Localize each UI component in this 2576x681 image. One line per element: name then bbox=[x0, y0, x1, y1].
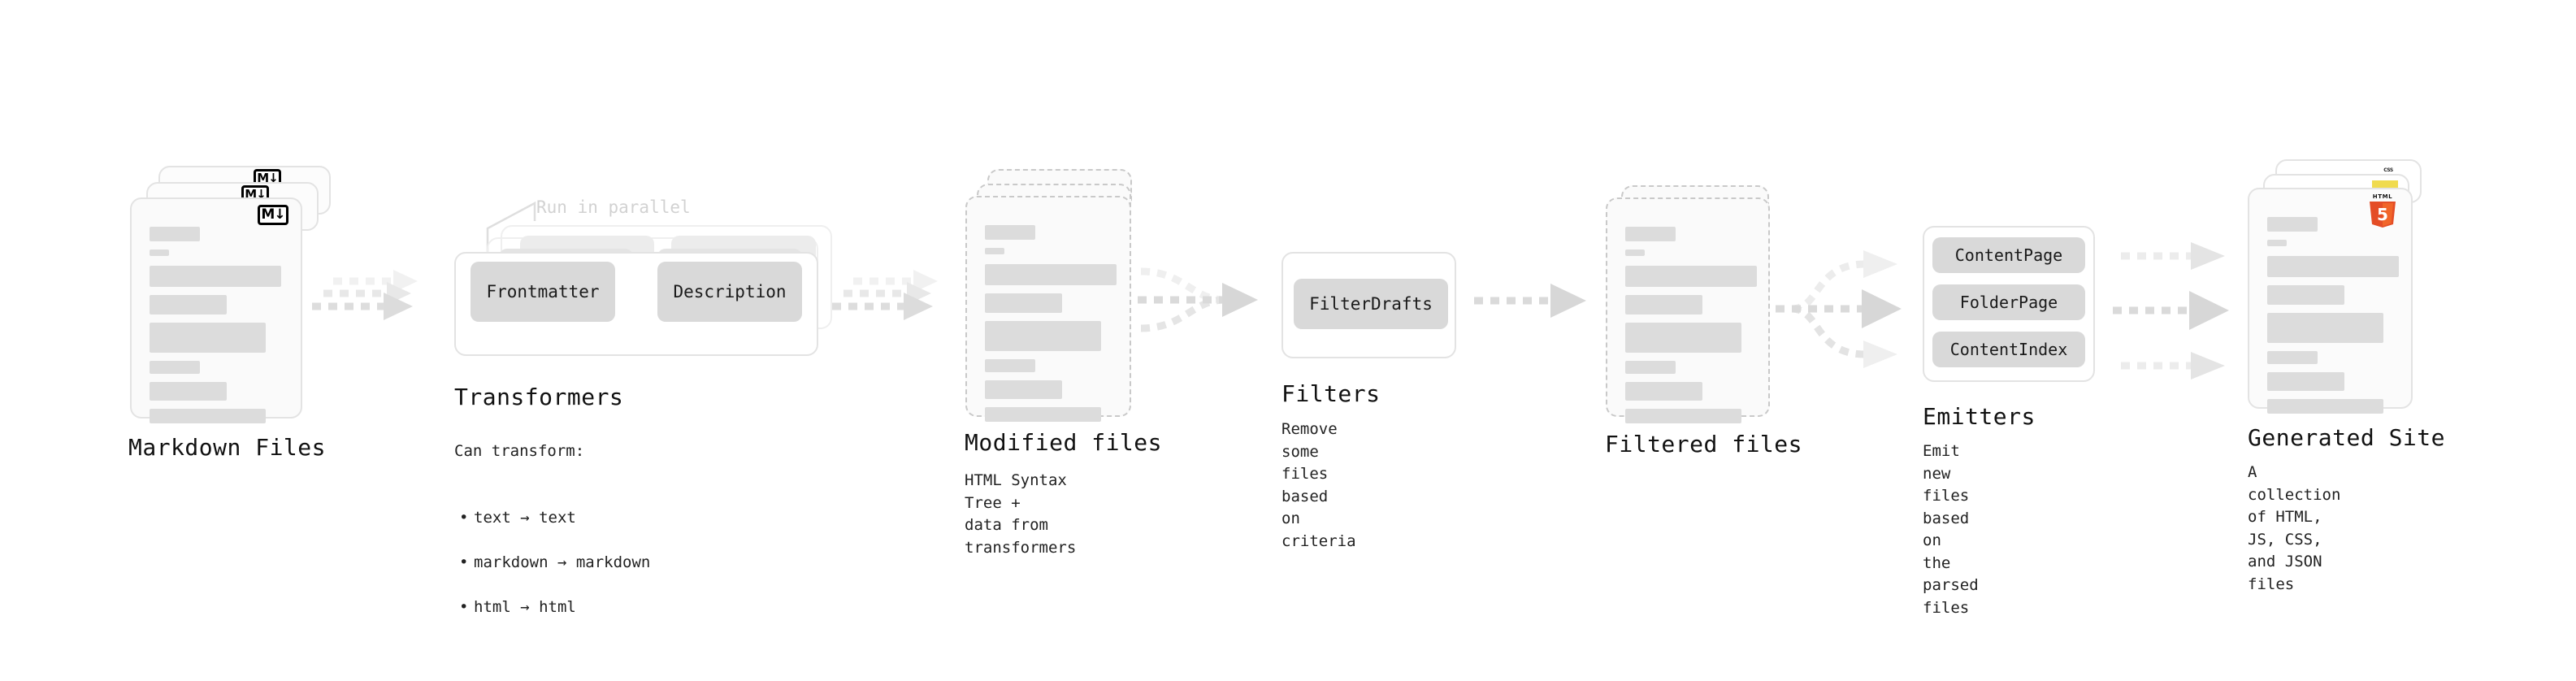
transformers-bullet-item: text → text bbox=[454, 507, 650, 530]
arrow-filters-to-filtered bbox=[1474, 284, 1586, 318]
transformers-bullet-item: markdown → markdown bbox=[454, 552, 650, 575]
stage-subtitle-generated-site: A collection of HTML, JS, CSS, and JSON … bbox=[2248, 463, 2341, 593]
skeleton-bar bbox=[1625, 382, 1702, 401]
skeleton-bar bbox=[2267, 351, 2318, 364]
html5-badge-word: HTML bbox=[2373, 193, 2392, 200]
skeleton-bar bbox=[985, 321, 1101, 351]
skeleton-bar bbox=[150, 409, 266, 423]
transformers-bullet-list: text → text markdown → markdown html → h… bbox=[454, 485, 650, 642]
modified-card-front bbox=[965, 196, 1131, 422]
html5-badge: HTML 5 bbox=[2370, 193, 2396, 228]
skeleton-bar bbox=[985, 225, 1035, 240]
skeleton-bar bbox=[150, 295, 227, 314]
stage-title-transformers: Transformers bbox=[454, 384, 624, 410]
stage-title-filters: Filters bbox=[1281, 380, 1381, 407]
markdown-card-front bbox=[130, 197, 302, 423]
stage-subtitle-transformers: Can transform: text → text markdown → ma… bbox=[454, 418, 650, 664]
skeleton-bar bbox=[2267, 285, 2344, 305]
skeleton-bar bbox=[2267, 399, 2383, 414]
site-card-front bbox=[2248, 188, 2413, 414]
skeleton-bars bbox=[150, 227, 284, 432]
html5-badge-digit: 5 bbox=[2377, 205, 2388, 224]
stage-title-modified-files: Modified files bbox=[965, 429, 1163, 456]
skeleton-bar bbox=[150, 227, 200, 241]
skeleton-bar bbox=[1625, 323, 1741, 353]
run-in-parallel-label: Run in parallel bbox=[536, 197, 691, 217]
skeleton-bar bbox=[150, 249, 169, 256]
skeleton-bar bbox=[985, 380, 1062, 399]
css3-badge-label: CSS bbox=[2383, 167, 2393, 173]
skeleton-bar bbox=[150, 266, 281, 287]
skeleton-bar bbox=[1625, 295, 1702, 314]
skeleton-bar bbox=[150, 323, 266, 353]
arrow-modified-to-filters bbox=[1138, 267, 1258, 332]
transformer-pill-description[interactable]: Description bbox=[657, 262, 802, 322]
stage-title-filtered-files: Filtered files bbox=[1605, 431, 1803, 458]
emitter-pill-folderpage[interactable]: FolderPage bbox=[1932, 284, 2085, 320]
skeleton-bar bbox=[985, 264, 1117, 285]
skeleton-bar bbox=[1625, 227, 1676, 241]
arrow-filtered-to-emitters bbox=[1776, 250, 1902, 368]
stage-title-markdown-files: Markdown Files bbox=[128, 434, 327, 461]
stage-subtitle-emitters: Emit new files based on the parsed files bbox=[1923, 442, 1979, 617]
skeleton-bars bbox=[985, 225, 1117, 430]
arrow-emitters-to-site bbox=[2113, 242, 2229, 380]
emitter-pill-contentpage[interactable]: ContentPage bbox=[1932, 237, 2085, 273]
transformer-pill-frontmatter[interactable]: Frontmatter bbox=[471, 262, 615, 322]
skeleton-bar bbox=[2267, 313, 2383, 343]
skeleton-bar bbox=[2267, 256, 2399, 277]
skeleton-bar bbox=[1625, 266, 1757, 287]
skeleton-bar bbox=[1625, 361, 1676, 374]
stage-title-generated-site: Generated Site bbox=[2248, 424, 2446, 451]
skeleton-bar bbox=[2267, 240, 2287, 246]
arrow-transformers-to-modified bbox=[832, 270, 938, 320]
skeleton-bar bbox=[1625, 249, 1645, 256]
markdown-badge: M↓ bbox=[258, 205, 288, 225]
skeleton-bar bbox=[985, 407, 1101, 422]
stage-subtitle-filters: Remove some files based on criteria bbox=[1281, 420, 1356, 550]
skeleton-bar bbox=[985, 293, 1062, 313]
skeleton-bar bbox=[2267, 217, 2318, 232]
stage-subtitle-modified-files: HTML Syntax Tree + data from transformer… bbox=[965, 471, 1077, 557]
skeleton-bar bbox=[150, 382, 227, 401]
skeleton-bar bbox=[150, 361, 200, 374]
filter-pill-filterdrafts[interactable]: FilterDrafts bbox=[1294, 279, 1448, 329]
emitter-pill-contentindex[interactable]: ContentIndex bbox=[1932, 332, 2085, 367]
arrow-markdown-to-transformers bbox=[312, 270, 418, 320]
skeleton-bar bbox=[985, 248, 1004, 254]
filtered-card-front bbox=[1606, 197, 1770, 423]
skeleton-bars bbox=[2267, 217, 2399, 422]
stage-title-emitters: Emitters bbox=[1923, 403, 2036, 430]
skeleton-bars bbox=[1625, 227, 1757, 432]
skeleton-bar bbox=[2267, 372, 2344, 391]
transformers-subtitle-text: Can transform: bbox=[454, 441, 585, 460]
skeleton-bar bbox=[1625, 409, 1741, 423]
transformers-bullet-item: html → html bbox=[454, 596, 650, 619]
skeleton-bar bbox=[985, 359, 1035, 372]
